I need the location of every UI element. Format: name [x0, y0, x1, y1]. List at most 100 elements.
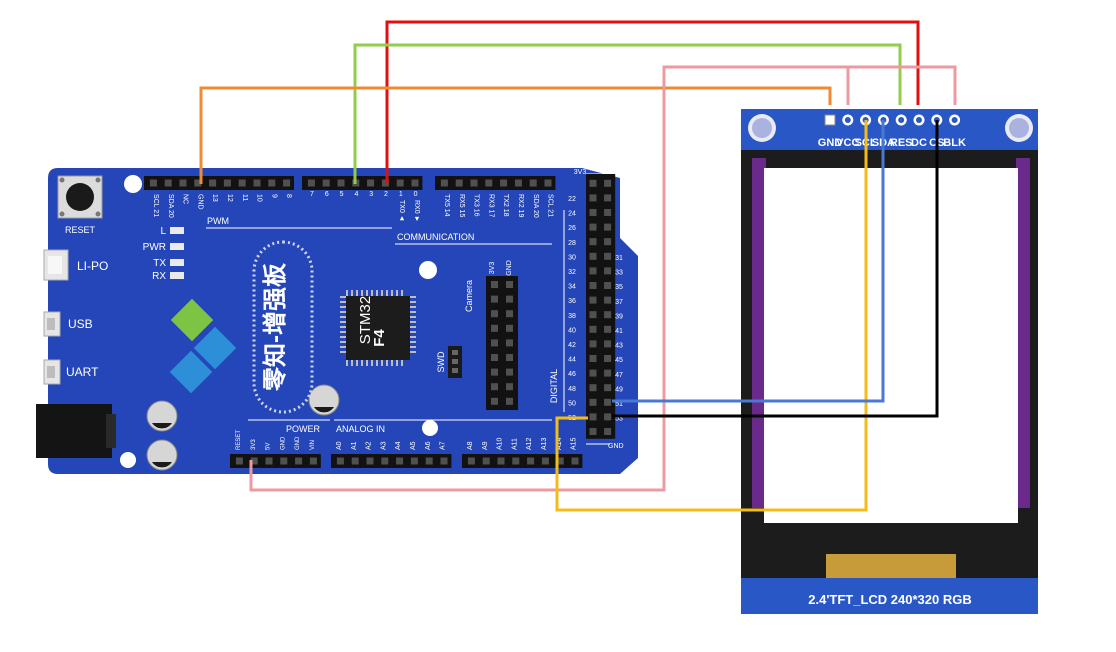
header-pin: [589, 296, 597, 304]
pin-label: NC: [182, 194, 189, 204]
pin-label: A2: [366, 441, 373, 450]
wires: [199, 20, 957, 512]
reset-label: RESET: [65, 225, 96, 235]
mounting-hole: [120, 452, 136, 468]
pin-label: 9: [270, 194, 277, 198]
header-pin: [604, 296, 612, 304]
led-l: [170, 227, 184, 234]
header-pin: [589, 223, 597, 231]
pin-label: 31: [615, 255, 623, 262]
pin-label: TX3 16: [473, 194, 480, 217]
wire-orange-gnd: [199, 86, 832, 184]
lcd-pin-label: VCC: [836, 137, 859, 149]
wire-blue-res: [612, 120, 885, 403]
pin-label: A15: [571, 437, 578, 450]
pin-label: SCL 21: [152, 194, 159, 217]
header-pin: [604, 282, 612, 289]
communication-label: COMMUNICATION: [397, 232, 474, 242]
pin-label: 22: [568, 196, 576, 203]
pin-label: 32: [568, 269, 576, 276]
pin-label: A1: [351, 441, 358, 450]
pin-label: 39: [615, 313, 623, 320]
header-pin: [506, 281, 513, 288]
power-label: POWER: [286, 424, 321, 434]
pin-label: 4: [354, 191, 358, 198]
pin-label: 26: [568, 225, 576, 232]
led-pwr: [170, 243, 184, 250]
swd-label: SWD: [436, 351, 446, 372]
pin-label: 28: [568, 240, 576, 247]
lcd-pin-label: RES: [890, 137, 913, 149]
header-pin: [604, 252, 612, 260]
pin-label: 49: [615, 386, 623, 393]
header-pin: [604, 428, 612, 435]
stm32-chip: STM32 F4: [340, 290, 416, 366]
header-pin: [604, 369, 612, 377]
pin-label: 45: [615, 357, 623, 364]
lcd-pin-gnd: [824, 114, 836, 126]
header-pin: [467, 457, 475, 465]
wire-red-dc: [385, 20, 920, 184]
header-pin: [491, 310, 498, 318]
chip-label-line1: STM32: [357, 296, 374, 344]
status-leds: L PWR TX RX: [143, 226, 184, 282]
dc-power-jack[interactable]: [36, 404, 116, 458]
pin-label: RX3 17: [487, 194, 494, 217]
lcd-footer: [741, 578, 1038, 614]
zero-know-board: RESET L PWR TX RX LI-PO USB UART: [36, 168, 638, 474]
lcd-flex-cable: [826, 554, 956, 578]
lcd-pin-label: DC: [911, 137, 927, 149]
wire-pink-vcc: [249, 65, 850, 492]
lcd-panel-edge-right: [1016, 158, 1030, 508]
pin-label: A9: [482, 441, 489, 450]
header-pin: [309, 457, 317, 465]
pin-label: 47: [615, 372, 623, 379]
uart-port[interactable]: [43, 359, 61, 385]
header-pin: [506, 354, 513, 361]
header-analog-a: [331, 454, 452, 468]
pin-label: SDA 20: [167, 194, 174, 218]
pin-label: 36: [568, 298, 576, 305]
header-pin: [604, 325, 612, 333]
pin-label: GND: [295, 436, 301, 450]
header-pin: [589, 384, 597, 392]
pin-label: 33: [615, 270, 623, 277]
header-pin: [367, 179, 375, 187]
header-top-right: [435, 176, 556, 190]
reset-button[interactable]: [57, 175, 103, 219]
header-pin: [589, 179, 597, 187]
pin-label: A12: [526, 437, 533, 450]
pin-label: SDA 20: [532, 194, 539, 218]
header-pin: [410, 457, 418, 465]
header-pin: [506, 368, 513, 376]
lcd-pin-res: [895, 114, 907, 126]
header-pin: [491, 397, 498, 405]
pin-label: 48: [568, 386, 576, 393]
led-label: PWR: [143, 242, 166, 253]
header-pin: [253, 179, 261, 187]
header-pin: [604, 267, 612, 275]
header-pin: [506, 397, 513, 405]
led-label: TX: [153, 258, 166, 269]
pin-label: 10: [256, 194, 263, 202]
header-pin: [179, 179, 187, 187]
pin-label: A3: [380, 441, 387, 450]
pin-label: 7: [310, 191, 314, 198]
header-pin: [514, 179, 522, 187]
header-pin: [506, 339, 513, 347]
header-pin: [268, 179, 276, 187]
port-label-lipo: LI-PO: [77, 259, 108, 273]
header-pin: [506, 310, 513, 318]
camera-pin-label: 3V3: [489, 262, 496, 275]
capacitor: [146, 400, 178, 432]
pin-label: TX0 ◄: [398, 200, 405, 222]
header-pin: [500, 179, 508, 187]
usb-port[interactable]: [43, 311, 61, 337]
header-pin: [604, 355, 612, 362]
li-po-connector[interactable]: [43, 249, 69, 281]
pin-label: 41: [615, 328, 623, 335]
pin-label: RX5 15: [458, 194, 465, 217]
wire-green-sda: [353, 43, 902, 184]
header-analog-b: [462, 454, 583, 468]
